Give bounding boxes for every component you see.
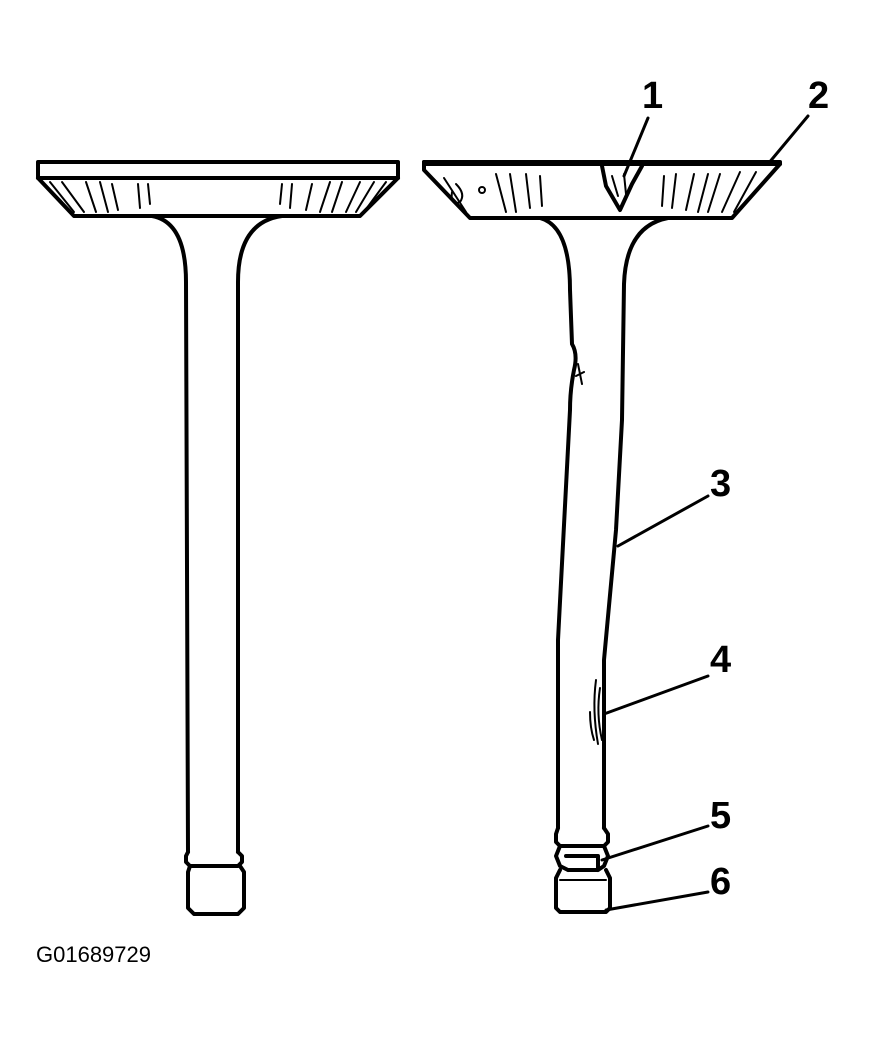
valve-good-head-shading [49,181,387,213]
callout-6-label: 6 [710,861,731,903]
callout-leaders [600,114,810,912]
valve-good [36,160,400,916]
callout-3-label: 3 [710,463,731,505]
leader-1 [622,116,650,178]
valve-good-stem [150,214,284,854]
valve-damaged-head-face [422,160,782,166]
figure-id: G01689729 [36,942,151,967]
valve-damaged-stem-scuff [589,679,603,745]
valve-good-head-face [36,160,400,180]
valve-damaged-stem-left-edge [538,216,578,830]
valve-damaged-stem-right-edge [602,216,670,830]
valve-damaged-head-shading [443,171,757,213]
valve-damaged-keeper-groove [554,826,610,848]
leader-2 [766,114,810,166]
callout-5-label: 5 [710,795,731,837]
leader-3 [616,494,710,548]
callout-1-label: 1 [642,75,663,117]
valve-damaged [422,160,782,914]
valve-damaged-groove-wear [554,844,610,872]
valve-damaged-stem-tip [554,868,612,914]
leader-6 [604,890,710,912]
valve-good-head-cone [36,176,400,218]
valve-damaged-head-cone [422,160,782,220]
valve-good-keeper-groove [184,850,244,868]
valve-good-stem-tip [186,864,246,916]
callout-4-label: 4 [710,639,731,681]
leader-5 [600,824,710,862]
callout-2-label: 2 [808,75,829,117]
valve-damaged-burned-notch [600,164,644,212]
leader-4 [602,674,710,716]
